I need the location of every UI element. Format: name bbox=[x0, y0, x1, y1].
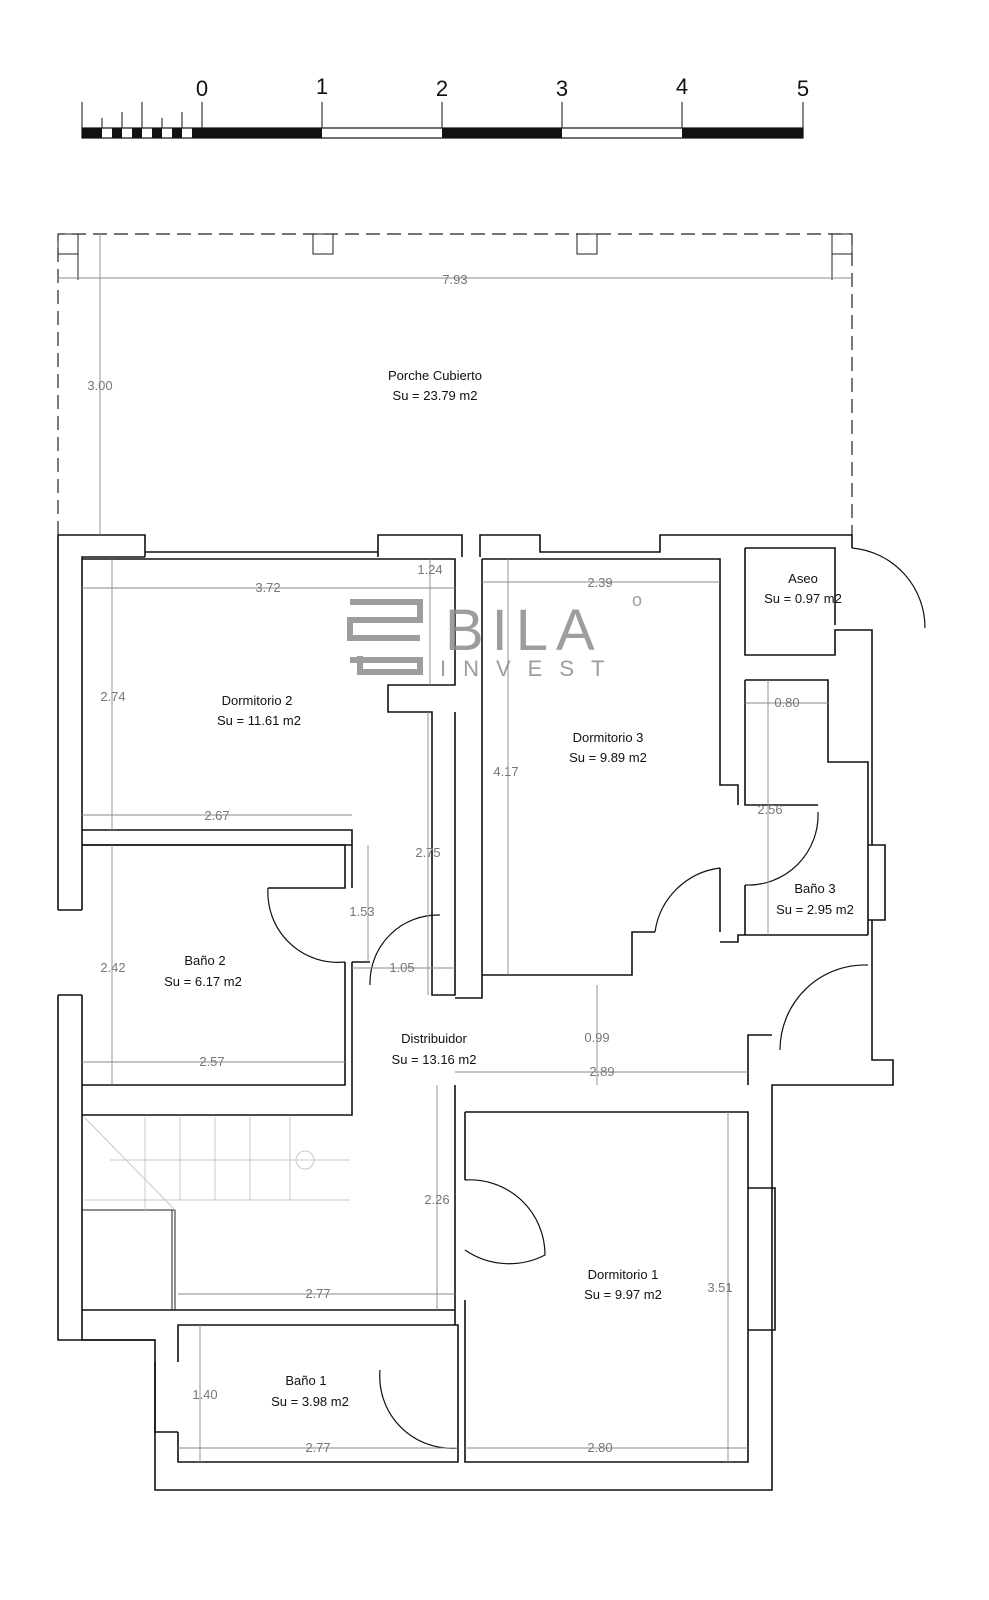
room-name-dormitorio-1: Dormitorio 1 bbox=[588, 1267, 659, 1282]
scale-label-4: 4 bbox=[676, 74, 688, 99]
scale-bar: 0 1 2 3 4 5 bbox=[81, 74, 809, 139]
room-name-porche: Porche Cubierto bbox=[388, 368, 482, 383]
room-name-bano-2: Baño 2 bbox=[184, 953, 225, 968]
dimension-labels: 7.93 3.00 3.72 1.24 2.39 0.80 2.74 4.17 … bbox=[87, 272, 799, 1455]
room-area-bano-2: Su = 6.17 m2 bbox=[164, 974, 242, 989]
logo-sub: INVEST bbox=[440, 656, 621, 681]
room-area-bano-3: Su = 2.95 m2 bbox=[776, 902, 854, 917]
dim-label: 2.89 bbox=[589, 1064, 614, 1079]
dim-label: 3.51 bbox=[707, 1280, 732, 1295]
porch bbox=[57, 233, 853, 535]
scale-label-1: 1 bbox=[316, 74, 328, 99]
room-name-distribuidor: Distribuidor bbox=[401, 1031, 467, 1046]
dim-label: 1.05 bbox=[389, 960, 414, 975]
dim-label: 2.26 bbox=[424, 1192, 449, 1207]
dim-label: 3.72 bbox=[255, 580, 280, 595]
room-area-distribuidor: Su = 13.16 m2 bbox=[392, 1052, 477, 1067]
dim-label: 2.74 bbox=[100, 689, 125, 704]
room-area-bano-1: Su = 3.98 m2 bbox=[271, 1394, 349, 1409]
dim-label: 0.99 bbox=[584, 1030, 609, 1045]
room-name-dormitorio-2: Dormitorio 2 bbox=[222, 693, 293, 708]
dim-label: 2.57 bbox=[199, 1054, 224, 1069]
dim-label: 2.39 bbox=[587, 575, 612, 590]
logo-degree: o bbox=[632, 590, 642, 610]
room-name-aseo: Aseo bbox=[788, 571, 818, 586]
logo-mark-icon bbox=[347, 599, 423, 675]
doors bbox=[267, 547, 926, 1449]
room-area-dormitorio-1: Su = 9.97 m2 bbox=[584, 1287, 662, 1302]
dim-label: 3.00 bbox=[87, 378, 112, 393]
dimension-lines bbox=[58, 234, 852, 1462]
staircase bbox=[83, 1116, 350, 1211]
bila-invest-logo: BILA o INVEST bbox=[347, 590, 642, 681]
dim-label: 2.42 bbox=[100, 960, 125, 975]
room-name-bano-1: Baño 1 bbox=[285, 1373, 326, 1388]
scale-label-5: 5 bbox=[797, 76, 809, 101]
dim-label: 4.17 bbox=[493, 764, 518, 779]
dim-label: 1.40 bbox=[192, 1387, 217, 1402]
room-area-dormitorio-3: Su = 9.89 m2 bbox=[569, 750, 647, 765]
room-area-dormitorio-2: Su = 11.61 m2 bbox=[217, 713, 301, 728]
room-name-dormitorio-3: Dormitorio 3 bbox=[573, 730, 644, 745]
dim-label: 2.67 bbox=[204, 808, 229, 823]
room-labels: Porche Cubierto Su = 23.79 m2 Dormitorio… bbox=[164, 368, 854, 1409]
dim-label: 2.75 bbox=[415, 845, 440, 860]
dim-label: 0.80 bbox=[774, 695, 799, 710]
scale-label-2: 2 bbox=[436, 76, 448, 101]
dim-label: 1.53 bbox=[349, 904, 374, 919]
walls bbox=[57, 534, 894, 1491]
scale-label-3: 3 bbox=[556, 76, 568, 101]
logo-name: BILA bbox=[445, 598, 603, 663]
room-name-bano-3: Baño 3 bbox=[794, 881, 835, 896]
dim-label: 7.93 bbox=[442, 272, 467, 287]
dim-label: 2.56 bbox=[757, 802, 782, 817]
room-area-aseo: Su = 0.97 m2 bbox=[764, 591, 842, 606]
dim-label: 2.77 bbox=[305, 1286, 330, 1301]
scale-label-0: 0 bbox=[196, 76, 208, 101]
room-area-porche: Su = 23.79 m2 bbox=[393, 388, 478, 403]
dim-label: 2.80 bbox=[587, 1440, 612, 1455]
dim-label: 1.24 bbox=[417, 562, 442, 577]
dim-label: 2.77 bbox=[305, 1440, 330, 1455]
